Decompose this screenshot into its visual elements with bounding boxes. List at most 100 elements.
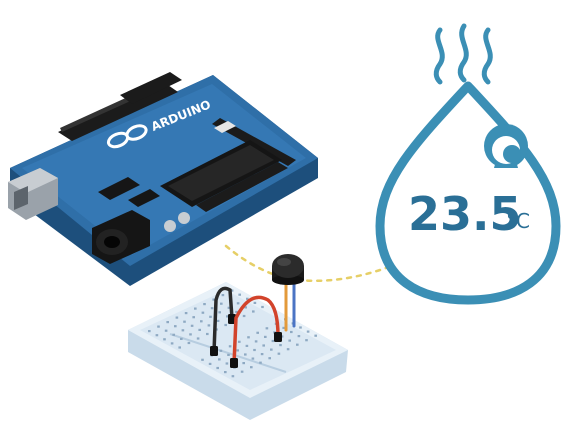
breadboard-hole [244, 306, 247, 309]
usb-port [8, 168, 58, 220]
breadboard-hole [296, 343, 299, 346]
power-header [196, 162, 288, 212]
breadboard-hole [198, 328, 201, 331]
breadboard-hole [200, 320, 203, 323]
black-wire [212, 286, 234, 354]
breadboard-hole [286, 348, 290, 351]
breadboard-hole [288, 339, 291, 342]
analog-header [212, 118, 296, 166]
breadboard-hole [196, 337, 200, 340]
breadboard-hole [290, 330, 293, 334]
breadboard-hole [207, 324, 211, 327]
breadboard-hole [277, 352, 281, 355]
breadboard-hole [221, 294, 225, 297]
temperature-readout: 23.5 °C [408, 187, 530, 241]
red-wire [232, 295, 280, 366]
digital-header [58, 83, 178, 141]
digital-header-2 [120, 72, 182, 104]
breadboard-hole [251, 357, 255, 360]
breadboard-hole [203, 303, 206, 306]
breadboard-hole [216, 366, 219, 370]
breadboard-hole [227, 353, 230, 356]
power-jack [92, 210, 150, 264]
breadboard-hole [247, 336, 250, 339]
arduino-board: ARDUINO [8, 72, 318, 286]
breadboard-hole [297, 335, 301, 338]
breadboard-hole [305, 339, 308, 342]
small-chip-2 [128, 189, 160, 207]
breadboard-hole [228, 345, 232, 348]
breadboard-hole [262, 344, 265, 347]
breadboard-hole [306, 330, 310, 333]
breadboard-hole [181, 329, 185, 332]
breadboard-hole [236, 349, 239, 352]
breadboard-hole [194, 307, 197, 310]
breadboard-hole [201, 311, 205, 314]
breadboard-hole [224, 371, 227, 374]
breadboard-hole [157, 325, 160, 328]
breadboard-hole [236, 302, 240, 305]
reset-button [214, 121, 236, 133]
breadboard-hole [256, 331, 259, 334]
breadboard-hole [212, 298, 215, 301]
breadboard-hole [252, 310, 255, 313]
breadboard-hole [219, 349, 223, 352]
signal-dotted-line [224, 244, 388, 283]
breadboard-hole [261, 305, 264, 309]
breadboard-hole [183, 320, 186, 323]
breadboard [128, 282, 348, 420]
breadboard-hole [206, 332, 209, 336]
breadboard-hole [225, 362, 229, 365]
breadboard-hole [282, 326, 285, 329]
breadboard-hole [174, 325, 177, 328]
breadboard-hole [210, 307, 214, 310]
capacitor [164, 220, 176, 232]
breadboard-hole [238, 340, 241, 343]
temperature-value: 23.5 [408, 187, 522, 241]
breadboard-hole [164, 329, 168, 332]
breadboard-hole [235, 310, 238, 313]
breadboard-hole [148, 330, 151, 333]
heat-waves-icon [433, 23, 493, 85]
breadboard-hole [184, 312, 188, 315]
breadboard-hole [216, 319, 220, 322]
breadboard-hole [244, 353, 247, 356]
breadboard-hole [172, 333, 175, 336]
breadboard-hole [192, 316, 195, 319]
breadboard-hole [314, 334, 317, 337]
breadboard-hole [163, 338, 166, 341]
breadboard-hole [155, 334, 159, 337]
breadboard-hole [209, 315, 212, 318]
breadboard-hole [242, 362, 245, 365]
breadboard-hole [175, 316, 179, 319]
water-drop-icon [375, 81, 561, 305]
breadboard-hole [246, 297, 249, 300]
breadboard-hole [271, 339, 275, 343]
breadboard-hole [250, 366, 253, 369]
breadboard-hole [170, 342, 174, 345]
breadboard-hole [218, 358, 221, 361]
breadboard-hole [187, 341, 191, 345]
breadboard-hole [254, 340, 258, 343]
breadboard-hole [264, 335, 267, 338]
breadboard-hole [253, 301, 257, 304]
breadboard-hole [245, 344, 249, 347]
jumper-wires [210, 280, 296, 368]
breadboard-hole [201, 358, 204, 361]
breadboard-hole [265, 327, 269, 330]
small-chip [98, 177, 140, 200]
breadboard-hole [180, 337, 183, 340]
breadboard-hole [240, 370, 244, 373]
breadboard-hole [230, 289, 234, 292]
breadboard-hole [299, 326, 302, 329]
breadboard-hole [238, 293, 241, 296]
breadboard-hole [259, 361, 262, 364]
breadboard-hole [280, 335, 284, 338]
breadboard-hole [226, 315, 229, 318]
breadboard-hole [189, 333, 192, 336]
breadboard-hole [166, 321, 169, 324]
temperature-unit: °C [506, 209, 530, 233]
breadboard-hole [279, 344, 282, 347]
